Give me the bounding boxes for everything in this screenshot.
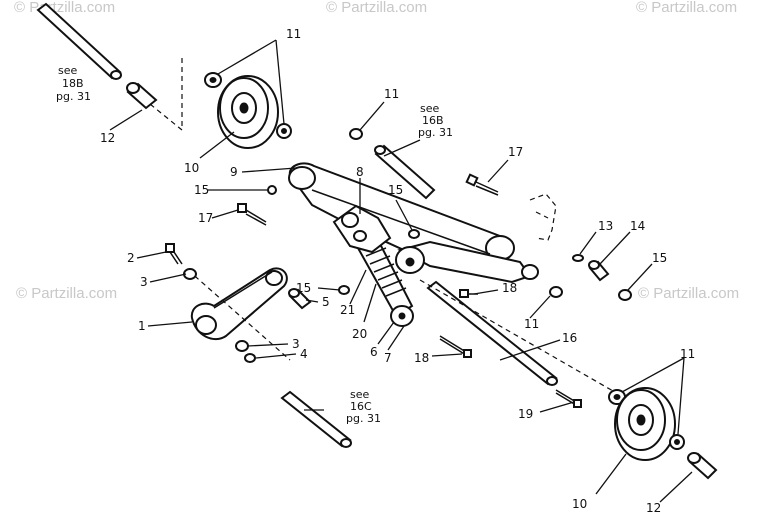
callout-2: 2 [127, 251, 135, 265]
front-arm-1 [190, 267, 288, 341]
callout-18: 18 [414, 351, 429, 365]
washer-hole [613, 394, 621, 400]
reference-16b: see 16B pg. 31 [418, 102, 453, 139]
lower-arm [395, 240, 539, 284]
ref-see: see [420, 102, 439, 115]
callout-15: 15 [194, 183, 209, 197]
callout-20: 20 [352, 327, 367, 341]
ref-fig: 16B [422, 114, 444, 127]
washer-11 [549, 286, 563, 298]
callout-4: 4 [300, 347, 308, 361]
leader-lines [109, 39, 693, 503]
bolt-18-lower [439, 335, 472, 358]
callout-10: 10 [572, 497, 587, 511]
bushing-14 [588, 260, 610, 282]
callout-9: 9 [230, 165, 238, 179]
washer-3 [235, 340, 249, 352]
dashed-guide [187, 269, 291, 361]
callout-18: 18 [502, 281, 517, 295]
ref-page: pg. 31 [56, 90, 91, 103]
washer-hole [281, 128, 287, 134]
ref-page: pg. 31 [418, 126, 453, 139]
nut-15 [267, 185, 277, 195]
callout-5: 5 [322, 295, 330, 309]
center-upper-shaft [374, 144, 436, 200]
hidden-bracket-detail [535, 211, 549, 219]
callout-15: 15 [296, 281, 311, 295]
watermark: © Partzilla.com [638, 285, 739, 302]
callout-10: 10 [184, 161, 199, 175]
watermark: © Partzilla.com [326, 0, 427, 16]
dashed-guide [149, 103, 183, 131]
ref-page: pg. 31 [346, 412, 381, 425]
callout-12: 12 [100, 131, 115, 145]
callout-17: 17 [508, 145, 523, 159]
reference-18b: see 18B pg. 31 [56, 64, 91, 103]
callout-14: 14 [630, 219, 645, 233]
ref-fig: 18B [62, 77, 84, 90]
callout-15: 15 [652, 251, 667, 265]
pivot-bracket [332, 204, 392, 254]
nut-15 [618, 289, 632, 301]
idler-wheel-top [217, 75, 279, 149]
callout-12: 12 [646, 501, 661, 515]
ref-fig: 16C [350, 400, 372, 413]
callout-11: 11 [524, 317, 539, 331]
bolt-2 [165, 243, 183, 265]
watermark: © Partzilla.com [14, 0, 115, 16]
callout-15: 15 [388, 183, 403, 197]
callout-16: 16 [562, 331, 577, 345]
callout-3: 3 [140, 275, 148, 289]
callout-19: 19 [518, 407, 533, 421]
callout-6: 6 [370, 345, 378, 359]
callout-13: 13 [598, 219, 613, 233]
callout-11: 11 [384, 87, 399, 101]
callout-labels: 11 12 10 11 17 9 15 8 15 17 2 3 1 3 4 5 … [100, 27, 695, 515]
dashed-guide [419, 279, 621, 396]
callout-21: 21 [340, 303, 355, 317]
bolt-17-right [465, 173, 499, 196]
washer-hole [674, 439, 680, 445]
washer-11 [349, 128, 363, 140]
callout-1: 1 [138, 319, 146, 333]
watermark: © Partzilla.com [636, 0, 737, 16]
upper-swing-arm [288, 162, 515, 264]
bottom-right-spacer-12 [687, 452, 718, 480]
washer-hole [209, 77, 217, 83]
callout-11: 11 [286, 27, 301, 41]
ref-see: see [350, 388, 369, 401]
callout-7: 7 [384, 351, 392, 365]
lower-long-shaft-16 [426, 280, 558, 386]
ref-see: see [58, 64, 77, 77]
callout-3: 3 [292, 337, 300, 351]
callout-8: 8 [356, 165, 364, 179]
callout-11: 11 [680, 347, 695, 361]
hidden-bracket [529, 193, 557, 241]
nut-15 [408, 229, 420, 239]
spacer-13 [572, 254, 584, 262]
nut-4 [244, 353, 256, 363]
nut-15 [338, 285, 350, 295]
bolt-19 [555, 389, 582, 408]
watermark: © Partzilla.com [16, 285, 117, 302]
bushing-5 [288, 288, 312, 310]
callout-17: 17 [198, 211, 213, 225]
top-left-shaft [36, 2, 122, 80]
bolt-17-left [237, 203, 267, 226]
reference-16c: see 16C pg. 31 [346, 388, 381, 425]
idler-wheel-bottom [614, 387, 676, 461]
top-left-spacer-12 [126, 82, 158, 110]
lower-left-shaft [280, 390, 352, 448]
